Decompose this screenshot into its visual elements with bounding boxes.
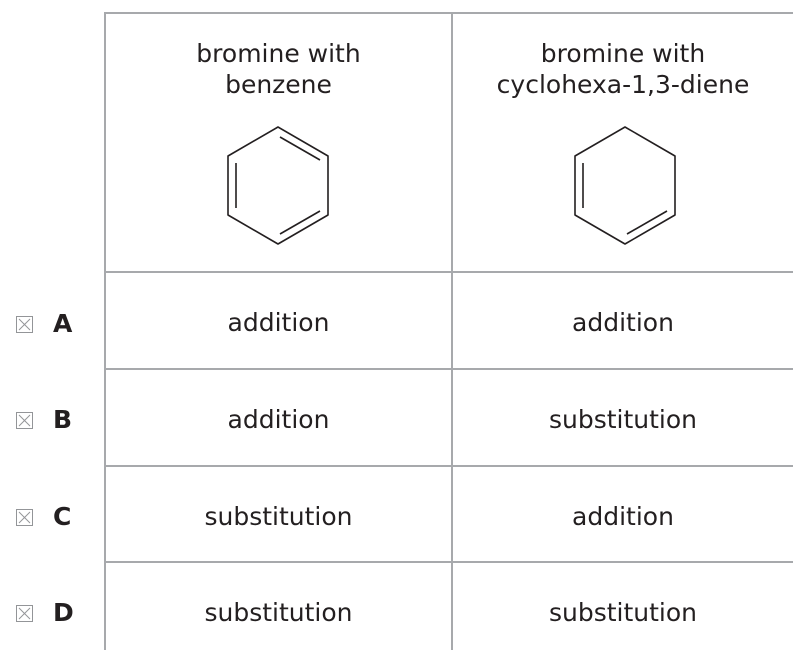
option-row-a[interactable]: A: [16, 309, 72, 339]
crossed-box-icon: [18, 511, 31, 523]
option-row-b[interactable]: B: [16, 405, 72, 435]
header-line-2: benzene: [225, 70, 332, 99]
header-cell-benzene: bromine with benzene: [106, 38, 451, 100]
row-d-col2: substitution: [548, 598, 698, 627]
option-letter: C: [53, 502, 72, 531]
column-divider: [451, 12, 453, 650]
row-d-col1: substitution: [204, 598, 353, 627]
cyclohexadiene-ring-icon: [574, 126, 676, 245]
option-letter: D: [53, 598, 74, 627]
crossed-box-icon: [18, 318, 31, 330]
row-b-col1: addition: [227, 405, 330, 434]
option-b-checkbox[interactable]: [16, 411, 33, 429]
row-divider-3: [104, 465, 793, 467]
left-border: [104, 12, 106, 650]
row-divider-2: [104, 368, 793, 370]
table-top-border: [104, 12, 793, 14]
option-c-checkbox[interactable]: [16, 508, 33, 526]
row-b-col2: substitution: [548, 405, 698, 434]
header-cell-cyclohexadiene: bromine with cyclohexa-1,3-diene: [453, 38, 793, 100]
row-a-col2: addition: [572, 308, 674, 337]
row-c-col1: substitution: [204, 502, 353, 531]
row-a-col1: addition: [227, 308, 330, 337]
benzene-ring-icon: [227, 126, 329, 245]
option-row-d[interactable]: D: [16, 598, 74, 628]
header-line-1: bromine with: [196, 39, 361, 68]
header-line-2: cyclohexa-1,3-diene: [496, 70, 750, 99]
row-c-col2: addition: [572, 502, 674, 531]
option-d-checkbox[interactable]: [16, 604, 33, 622]
row-divider-1: [104, 271, 793, 273]
option-letter: A: [53, 309, 73, 338]
option-a-checkbox[interactable]: [16, 315, 33, 333]
option-letter: B: [53, 405, 73, 434]
crossed-box-icon: [18, 607, 31, 619]
row-divider-4: [104, 561, 793, 563]
header-line-1: bromine with: [540, 39, 706, 68]
option-row-c[interactable]: C: [16, 502, 71, 532]
crossed-box-icon: [18, 414, 31, 426]
